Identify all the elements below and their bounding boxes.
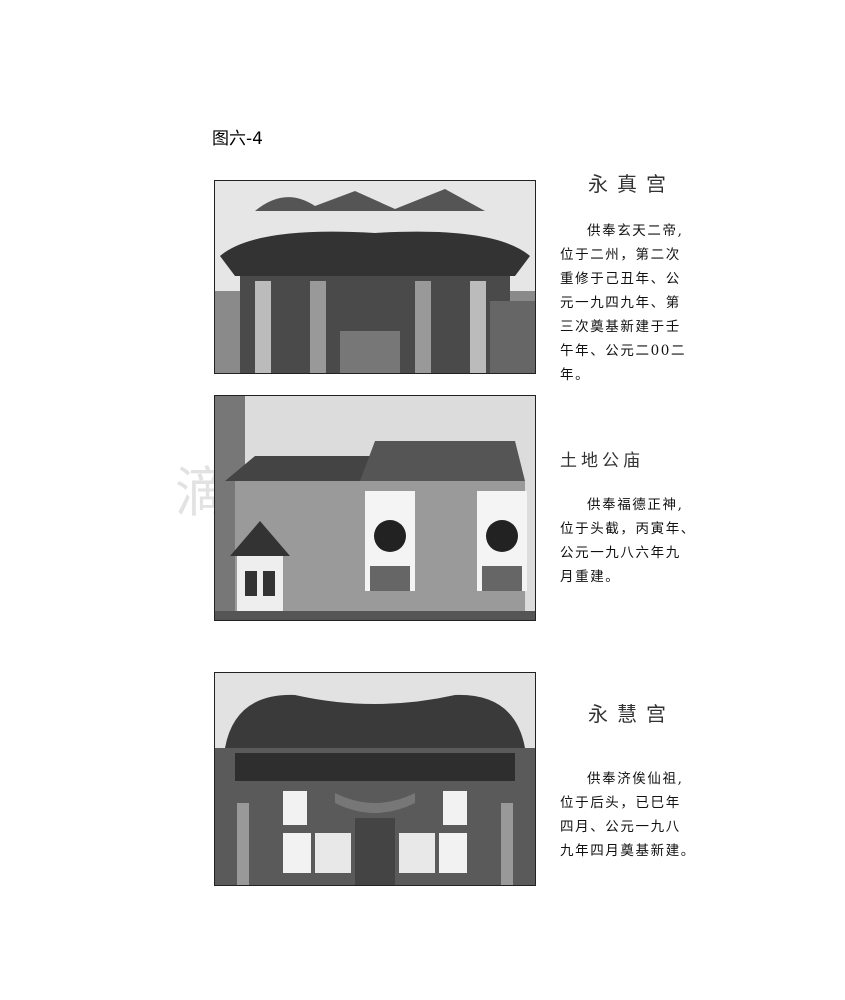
temple-with-curved-roof-icon <box>215 673 535 885</box>
description-line: 重修于己丑年、公 <box>560 271 681 287</box>
temple-photo-3 <box>214 672 536 886</box>
description-line: 供奉济俟仙祖, <box>587 771 684 787</box>
temple-description: 供奉福德正神, 位于头截，丙寅年、 公元一九八六年九 月重建。 <box>560 493 710 589</box>
description-line: 三次奠基新建于壬 <box>560 319 681 335</box>
temple-caption-3: 永慧宫 供奉济俟仙祖, 位于后头，已巳年 四月、公元一九八 九年四月奠基新建。 <box>560 698 710 863</box>
temple-description: 供奉济俟仙祖, 位于后头，已巳年 四月、公元一九八 九年四月奠基新建。 <box>560 767 710 863</box>
description-line: 位于二州，第二次 <box>560 247 681 263</box>
description-line: 四月、公元一九八 <box>560 819 681 835</box>
temple-description: 供奉玄天二帝, 位于二州，第二次 重修于己丑年、公 元一九四九年、第 三次奠基新… <box>560 219 710 387</box>
temple-with-dragon-ridge-icon <box>215 181 535 373</box>
description-line: 元一九四九年、第 <box>560 295 681 311</box>
temple-name: 永慧宫 <box>588 702 675 726</box>
description-line: 九年四月奠基新建。 <box>560 843 696 859</box>
description-line: 午年、公元二00二 <box>560 343 687 359</box>
description-line: 供奉玄天二帝, <box>587 223 684 239</box>
temple-caption-2: 土地公庙 供奉福德正神, 位于头截，丙寅年、 公元一九八六年九 月重建。 <box>560 446 710 589</box>
description-line: 年。 <box>560 367 591 383</box>
temple-caption-1: 永真宫 供奉玄天二帝, 位于二州，第二次 重修于己丑年、公 元一九四九年、第 三… <box>560 168 710 387</box>
description-line: 位于后头，已巳年 <box>560 795 681 811</box>
description-line: 供奉福德正神, <box>587 497 684 513</box>
description-line: 位于头截，丙寅年、 <box>560 521 696 537</box>
description-line: 月重建。 <box>560 569 621 585</box>
temple-name: 永真宫 <box>588 172 675 196</box>
description-line: 公元一九八六年九 <box>560 545 681 561</box>
temple-photo-2 <box>214 395 536 621</box>
small-shrine-with-round-windows-icon <box>215 396 535 620</box>
temple-name: 土地公庙 <box>560 451 644 471</box>
figure-label: 图六-4 <box>212 129 263 149</box>
temple-photo-1 <box>214 180 536 374</box>
